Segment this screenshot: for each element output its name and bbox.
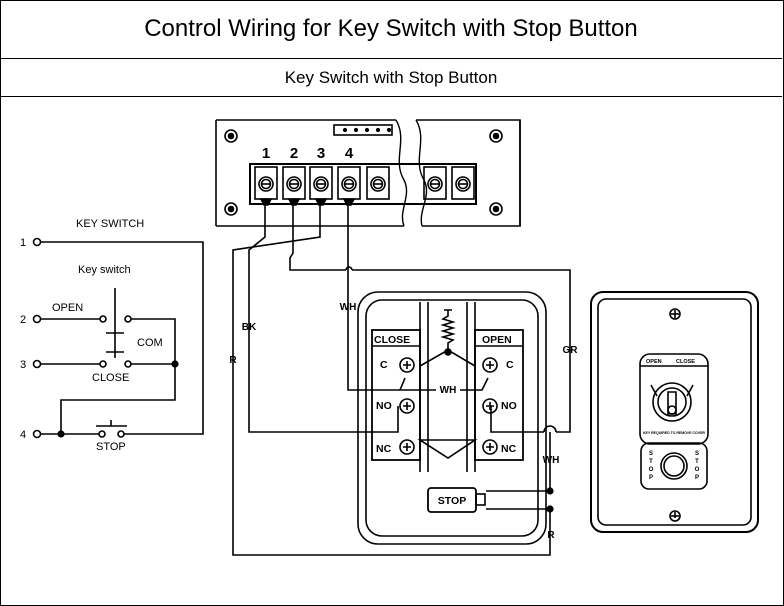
- key-switch-faceplate: [590, 291, 759, 533]
- terminal-number: 3: [317, 145, 325, 162]
- faceplate-open-label: OPEN: [646, 359, 662, 365]
- contact-screw-icon: [399, 439, 415, 455]
- schematic-terminal-label: 4: [20, 429, 26, 441]
- schematic-terminal-label: 3: [20, 359, 26, 371]
- contact-screw-icon: [399, 357, 415, 373]
- terminal-number: 1: [262, 145, 270, 162]
- stop-pushbutton-icon: [660, 452, 688, 480]
- terminal-block: [254, 166, 475, 206]
- faceplate-key-note: KEY REQUIRED TO REMOVE COVER: [643, 431, 705, 435]
- stop-label: STOP: [96, 441, 126, 453]
- terminal-number: 4: [345, 145, 354, 162]
- terminal-screw-icon: [427, 176, 443, 192]
- faceplate-screw-icon: [669, 308, 681, 522]
- close-contact-label: CLOSE: [374, 334, 410, 346]
- schematic-terminal-label: 2: [20, 314, 26, 326]
- terminal-screw-icon: [286, 176, 302, 192]
- wire-label-bk: BK: [242, 322, 257, 333]
- close-label: CLOSE: [92, 372, 129, 384]
- wire-label-r-right: R: [547, 530, 555, 541]
- page-subtitle: Key Switch with Stop Button: [0, 59, 782, 97]
- com-label: COM: [137, 337, 163, 349]
- wire-label-wh-right: WH: [543, 455, 560, 466]
- schematic-terminal-label: 1: [20, 237, 26, 249]
- key-switch-label: Key switch: [78, 264, 131, 276]
- terminal-screw-icon: [455, 176, 471, 192]
- key-cylinder-icon: [650, 382, 694, 422]
- wire-label-r: R: [229, 355, 237, 366]
- mounting-screw-icon: [224, 129, 503, 216]
- terminal-slot: [423, 166, 447, 200]
- contact-screw-icon: [482, 357, 498, 373]
- stop-button-label: STOP: [438, 495, 466, 507]
- key-switch-heading: KEY SWITCH: [76, 218, 144, 230]
- control-board: 1 2 3 4: [215, 119, 521, 227]
- terminal-slot: [451, 166, 475, 200]
- wire-label-wh: WH: [340, 302, 357, 313]
- close-no-label: NO: [376, 400, 392, 412]
- contact-screw-icon: [482, 439, 498, 455]
- close-c-label: C: [380, 359, 388, 371]
- wire-label-gr: GR: [563, 345, 579, 356]
- terminal-screw-icon: [313, 176, 329, 192]
- open-nc-label: NC: [501, 443, 517, 455]
- contact-screw-icon: [399, 398, 415, 414]
- terminal-screw-icon: [258, 176, 274, 192]
- terminal-screw-icon: [341, 176, 357, 192]
- open-no-label: NO: [501, 400, 517, 412]
- open-contact-label: OPEN: [482, 334, 512, 346]
- close-nc-label: NC: [376, 443, 392, 455]
- open-c-label: C: [506, 359, 514, 371]
- contact-screw-icon: [482, 398, 498, 414]
- wiring: [232, 204, 571, 556]
- wire-label-wh-center: WH: [440, 385, 457, 396]
- terminal-screw-icon: [399, 357, 498, 455]
- faceplate-close-label: CLOSE: [676, 359, 695, 365]
- terminal-screw-icon: [370, 176, 386, 192]
- page-title: Control Wiring for Key Switch with Stop …: [0, 0, 782, 59]
- key-switch-schematic: [32, 237, 204, 439]
- open-label: OPEN: [52, 302, 83, 314]
- terminal-number: 2: [290, 145, 298, 162]
- control-station: [357, 291, 547, 545]
- terminal-slot: [366, 166, 390, 200]
- header-connector: [333, 124, 393, 136]
